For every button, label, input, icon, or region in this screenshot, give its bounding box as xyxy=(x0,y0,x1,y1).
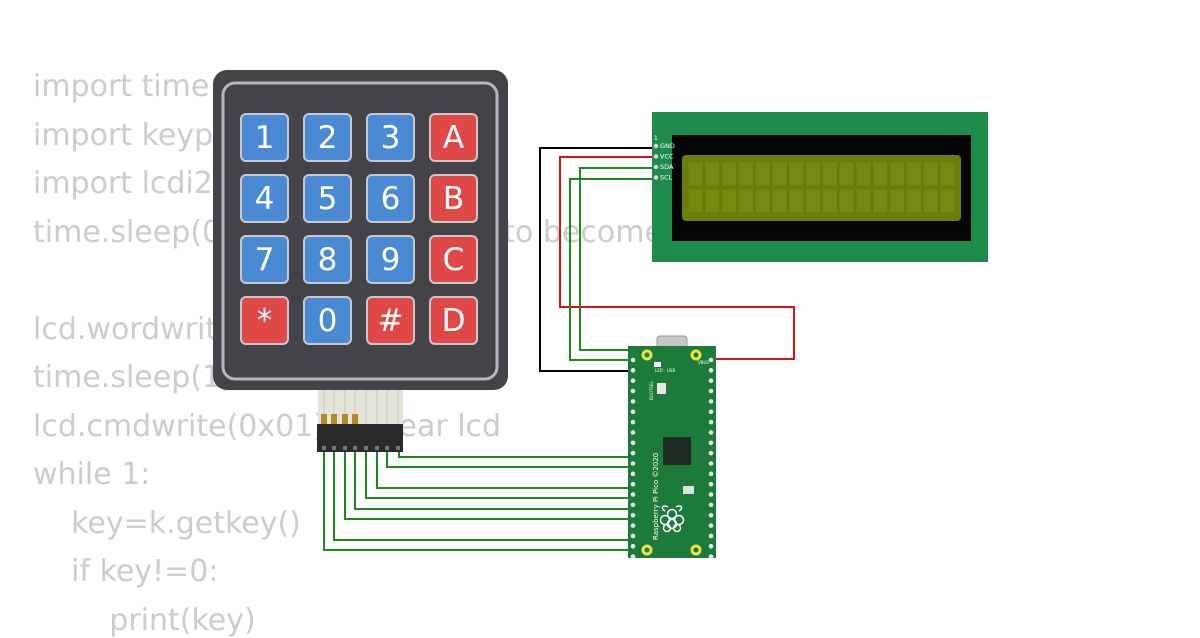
pico-silkscreen: Raspberry Pi Pico ©2020 xyxy=(652,453,660,540)
key-label: 2 xyxy=(318,120,338,156)
key-label: 0 xyxy=(318,303,338,339)
keypad-wire-4[interactable] xyxy=(365,440,634,499)
key-label: 4 xyxy=(255,181,275,217)
keypad-wire-5[interactable] xyxy=(354,440,634,510)
pico-vbus-label: VBUS xyxy=(698,360,709,365)
key-button[interactable]: 6 xyxy=(366,174,415,223)
key-button[interactable]: C xyxy=(429,235,478,284)
code-line: if key!=0: xyxy=(33,554,219,589)
lcd-pin-label: SCL xyxy=(660,174,673,182)
sda-wire[interactable] xyxy=(579,167,652,351)
pico-pins xyxy=(630,357,714,559)
lcd-pin-label: SDA xyxy=(660,163,674,171)
key-button[interactable]: 1 xyxy=(240,113,289,162)
key-button[interactable]: B xyxy=(429,174,478,223)
pico-bootsel-label: BOOTSEL xyxy=(649,381,654,400)
lcd-pin-one: 1 xyxy=(654,135,658,142)
code-line: import time xyxy=(33,69,210,104)
code-line: key=k.getkey() xyxy=(33,505,301,541)
key-button[interactable]: 0 xyxy=(303,296,352,345)
raspberry-logo-icon xyxy=(659,505,685,533)
key-label: C xyxy=(443,242,465,278)
keypad-wire-1[interactable] xyxy=(398,440,634,458)
key-button[interactable]: 9 xyxy=(366,235,415,284)
key-label: 8 xyxy=(318,242,338,278)
pico-usb-label: USB xyxy=(667,368,675,373)
keypad-wire-3[interactable] xyxy=(376,440,634,489)
pico-chip xyxy=(663,437,691,465)
keypad-wire-6[interactable] xyxy=(344,440,634,520)
pico-flash xyxy=(683,486,694,494)
gnd-wire[interactable] xyxy=(539,147,652,372)
key-button[interactable]: D xyxy=(429,296,478,345)
key-button[interactable]: A xyxy=(429,113,478,162)
key-label: 1 xyxy=(255,120,275,156)
key-button[interactable]: 8 xyxy=(303,235,352,284)
keypad-ribbon xyxy=(318,390,403,426)
key-label: A xyxy=(443,120,464,156)
scl-wire[interactable] xyxy=(569,178,652,361)
keypad-keys: 1 2 3 A 4 5 6 B 7 8 9 C * 0 # D xyxy=(240,113,478,345)
key-button[interactable]: 7 xyxy=(240,235,289,284)
vcc-wire[interactable] xyxy=(559,156,795,360)
key-button[interactable]: 4 xyxy=(240,174,289,223)
key-label: 6 xyxy=(381,181,401,217)
keypad[interactable]: 1 2 3 A 4 5 6 B 7 8 9 C * 0 # D xyxy=(213,70,508,452)
key-label: D xyxy=(442,303,466,339)
key-label: 7 xyxy=(255,242,275,278)
key-button[interactable]: 5 xyxy=(303,174,352,223)
key-label: 3 xyxy=(381,120,401,156)
lcd-pin-label: VCC xyxy=(660,153,674,161)
code-line: while 1: xyxy=(33,457,151,492)
code-line: lcd.cmdwrite(0x01) # Clear lcd xyxy=(33,408,502,444)
keypad-wire-2[interactable] xyxy=(386,440,634,468)
keypad-frame xyxy=(221,81,499,381)
key-label: 9 xyxy=(381,242,401,278)
lcd-pins: GND VCC SDA SCL xyxy=(653,142,675,182)
key-label: B xyxy=(443,181,464,217)
key-label: 5 xyxy=(318,181,338,217)
key-label: * xyxy=(257,303,273,339)
key-button[interactable]: 2 xyxy=(303,113,352,162)
code-line: time.sleep(1) xyxy=(33,360,233,395)
pico-led-label: LED xyxy=(655,368,663,373)
lcd-pin-label: GND xyxy=(660,142,675,150)
pico-led xyxy=(654,362,661,367)
key-button[interactable]: # xyxy=(366,296,415,345)
key-button[interactable]: 3 xyxy=(366,113,415,162)
lcd-display[interactable]: 1 GND VCC SDA SCL xyxy=(652,112,988,262)
key-label: # xyxy=(378,303,404,339)
lcd-cells xyxy=(687,161,956,214)
pico-bootsel-button[interactable] xyxy=(657,383,666,394)
keypad-wire-7[interactable] xyxy=(333,440,634,541)
pico-board[interactable]: LED USB VBUS BOOTSEL Raspberry Pi Pico ©… xyxy=(628,335,716,559)
key-button[interactable]: * xyxy=(240,296,289,345)
keypad-wire-8[interactable] xyxy=(323,440,634,551)
wires xyxy=(323,147,795,551)
keypad-connector xyxy=(317,424,403,452)
